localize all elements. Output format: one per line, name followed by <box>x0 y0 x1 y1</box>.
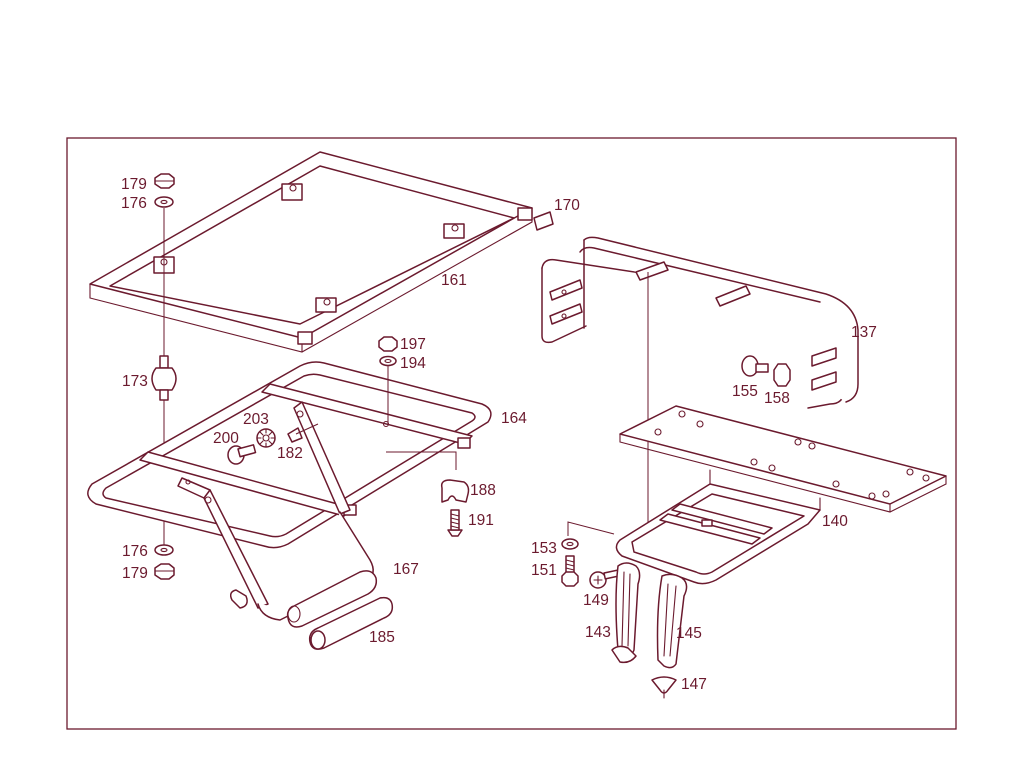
callout-161: 161 <box>441 272 467 289</box>
part-176-washer-top[interactable] <box>154 196 174 208</box>
callout-158: 158 <box>764 390 790 407</box>
callout-203: 203 <box>243 411 269 428</box>
callout-200: 200 <box>213 430 239 447</box>
part-200-bolt[interactable] <box>227 444 257 465</box>
part-140-rack[interactable] <box>615 469 821 585</box>
callout-179-bottom: 179 <box>122 565 148 582</box>
callout-188: 188 <box>470 482 496 499</box>
callout-143: 143 <box>585 624 611 641</box>
callout-191: 191 <box>468 512 494 529</box>
part-194-washer[interactable] <box>379 355 397 367</box>
callout-182: 182 <box>277 445 303 462</box>
part-153-washer[interactable] <box>561 538 579 550</box>
callout-185: 185 <box>369 629 395 646</box>
leader-140-rack <box>567 521 615 536</box>
callout-194: 194 <box>400 355 426 372</box>
part-155-buffer[interactable] <box>741 355 769 377</box>
callout-147: 147 <box>681 676 707 693</box>
part-140-plate[interactable] <box>619 405 947 513</box>
part-176-washer-bottom[interactable] <box>154 544 174 556</box>
bracket-plate-left <box>177 477 211 499</box>
part-147-wing-bolt[interactable] <box>651 676 677 699</box>
callout-167: 167 <box>393 561 419 578</box>
part-164-tube-frame[interactable] <box>87 361 492 549</box>
diagram-frame <box>66 137 957 730</box>
leader-188 <box>386 451 457 470</box>
part-170-pad[interactable] <box>533 211 554 231</box>
callout-137: 137 <box>851 324 877 341</box>
callout-176-top: 176 <box>121 195 147 212</box>
part-167-grip[interactable] <box>286 570 378 628</box>
part-158-nut[interactable] <box>773 363 791 387</box>
part-145-strap[interactable] <box>656 573 688 669</box>
part-197-nut[interactable] <box>378 336 398 352</box>
part-191-screw[interactable] <box>447 509 463 537</box>
callout-164: 164 <box>501 410 527 427</box>
callout-140: 140 <box>822 513 848 530</box>
part-185-grip-sleeve[interactable] <box>308 596 394 650</box>
callout-153: 153 <box>531 540 557 557</box>
part-179-nut-top[interactable] <box>154 173 175 189</box>
callout-155: 155 <box>732 383 758 400</box>
part-137-guard[interactable] <box>541 236 859 409</box>
callout-179-top: 179 <box>121 176 147 193</box>
leader-182 <box>295 423 319 435</box>
callout-173: 173 <box>122 373 148 390</box>
callout-197: 197 <box>400 336 426 353</box>
part-179-nut-bottom[interactable] <box>154 563 175 580</box>
part-182-clip[interactable] <box>287 427 303 443</box>
callout-149: 149 <box>583 592 609 609</box>
part-173-rubber-mount[interactable] <box>151 355 177 401</box>
part-143-strap[interactable] <box>611 562 641 664</box>
part-203-lock-washer[interactable] <box>256 428 276 448</box>
part-161-upper-frame[interactable] <box>89 151 533 353</box>
callout-151: 151 <box>531 562 557 579</box>
part-188-clamp[interactable] <box>440 479 470 503</box>
part-151-bolt[interactable] <box>561 555 579 587</box>
callout-170: 170 <box>554 197 580 214</box>
part-149-screw[interactable] <box>589 569 620 589</box>
callout-145: 145 <box>676 625 702 642</box>
callout-176-bottom: 176 <box>122 543 148 560</box>
